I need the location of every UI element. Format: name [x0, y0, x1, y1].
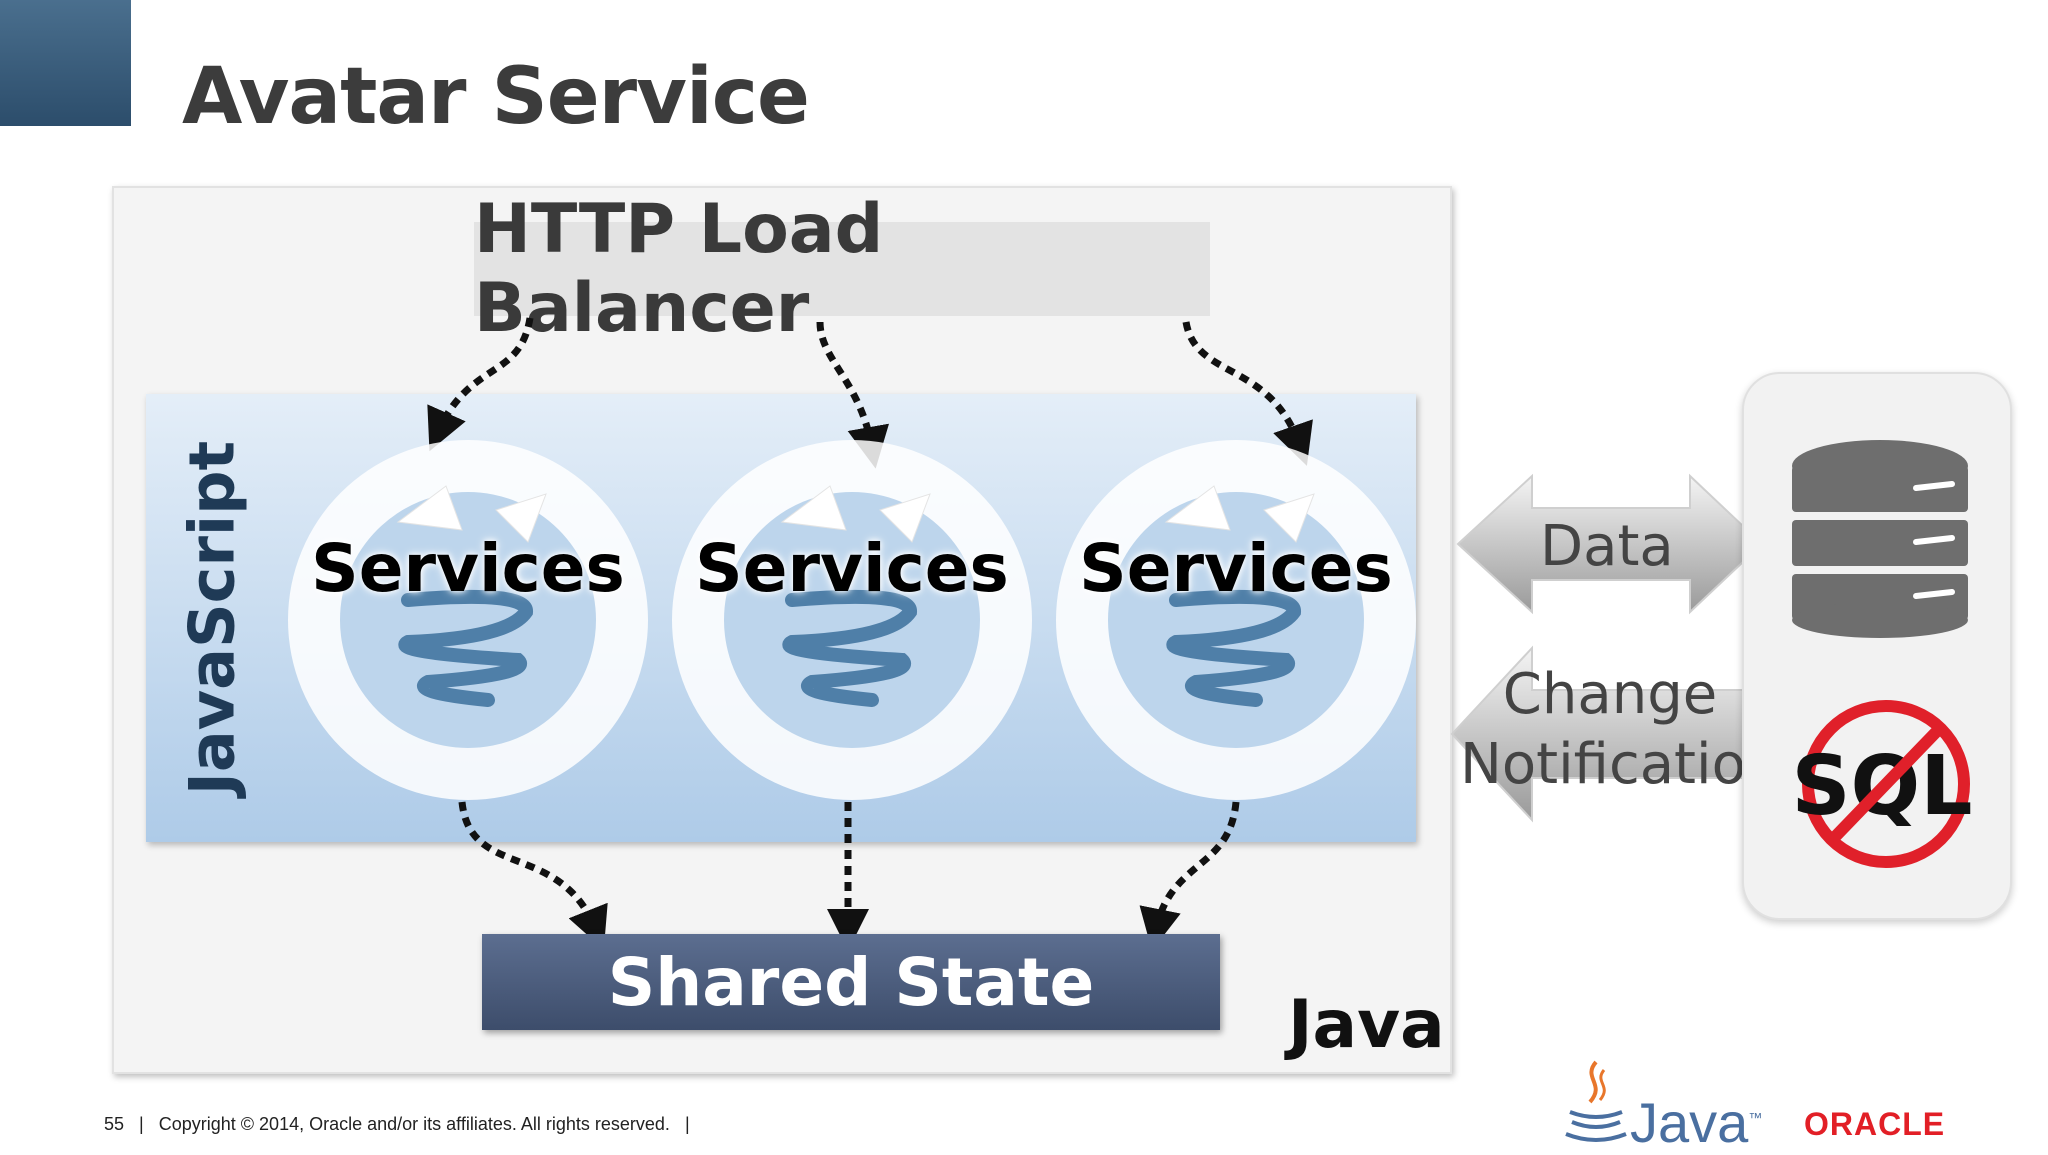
no-sql-icon: SQL: [1791, 700, 1973, 868]
footer-separator: |: [684, 1114, 690, 1134]
database-icon: [1792, 440, 1968, 638]
services-1-to-shared-arrow: [458, 801, 608, 950]
cycle-spring-icon: [1056, 440, 1416, 800]
corner-accent-block: [0, 0, 131, 126]
java-logo: Java™: [1630, 1090, 1762, 1155]
database-card: SQL: [1742, 372, 2012, 920]
cycle-spring-icon: [288, 440, 648, 800]
services-node-1: Services: [278, 430, 658, 810]
java-logo-text: Java: [1630, 1091, 1749, 1154]
services-label: Services: [695, 530, 1009, 607]
page-number: 55: [104, 1114, 125, 1134]
java-label: Java: [1288, 986, 1445, 1063]
services-label: Services: [311, 530, 625, 607]
services-node-3: Services: [1046, 430, 1426, 810]
slide-title: Avatar Service: [182, 52, 810, 142]
services-3-to-shared-arrow: [1139, 801, 1240, 951]
shared-state-box: Shared State: [482, 934, 1220, 1030]
footer-separator: |: [139, 1114, 144, 1134]
services-node-2: Services: [662, 430, 1042, 810]
cycle-spring-icon: [672, 440, 1032, 800]
services-label: Services: [1079, 530, 1393, 607]
lb-to-services-3-arrow: [1182, 321, 1313, 466]
copyright-text: Copyright © 2014, Oracle and/or its affi…: [158, 1114, 670, 1134]
java-cup-icon: [1565, 1060, 1627, 1142]
lb-to-services-1-arrow: [427, 317, 534, 452]
lb-to-services-2-arrow: [816, 321, 890, 469]
data-arrow-label: Data: [1540, 514, 1674, 579]
footer: 55 | Copyright © 2014, Oracle and/or its…: [104, 1114, 700, 1135]
change-notification-text: Change Notification: [1460, 662, 1782, 797]
oracle-logo: ORACLE: [1804, 1106, 1946, 1142]
change-notification-label: Change Notification: [1460, 660, 1781, 800]
java-tm: ™: [1748, 1109, 1763, 1126]
